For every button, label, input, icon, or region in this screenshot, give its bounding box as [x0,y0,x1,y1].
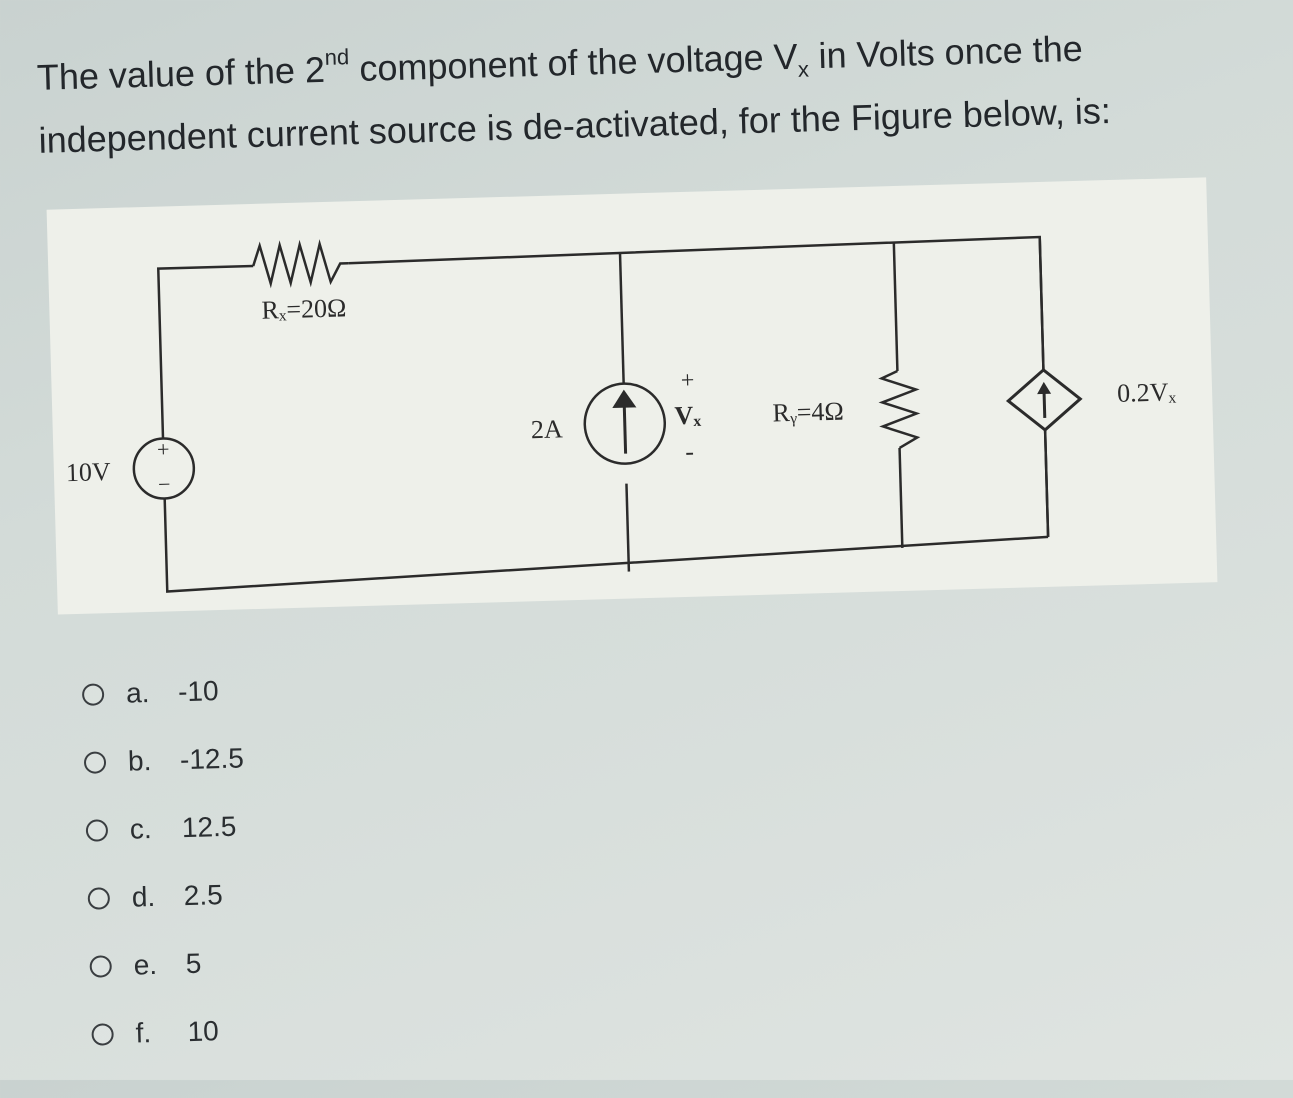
option-f[interactable]: f. 10 [91,996,253,1068]
dependent-source-label: 0.2Vₓ [1117,377,1177,408]
wire-top [348,235,1050,537]
option-letter: f. [135,1017,152,1049]
current-source [583,382,667,465]
radio-button-icon[interactable] [85,819,109,842]
option-value: 5 [185,947,202,980]
resistor-ry [878,369,921,450]
circuit-figure: + − 10V Rₓ=20Ω 2A + Vₓ - Rᵧ=4Ω [46,177,1218,615]
option-d[interactable]: d. 2.5 [87,860,249,932]
resistor-rx [252,239,349,289]
option-letter: d. [131,880,156,913]
circuit-diagram: + − 10V Rₓ=20Ω 2A + Vₓ - Rᵧ=4Ω [66,235,1177,593]
wire-ry-top [892,243,899,372]
vx-plus-sign: + [680,368,694,394]
wire-ry-bottom [898,447,904,548]
dependent-current-source [1005,367,1083,537]
wire-left-top [156,264,254,442]
radio-button-icon[interactable] [81,683,105,706]
current-source-label: 2A [531,414,564,444]
radio-button-icon[interactable] [83,751,107,774]
ry-label: Rᵧ=4Ω [772,397,844,428]
option-letter: e. [133,948,158,981]
option-letter: b. [127,745,152,777]
wire-cs-bottom [625,483,631,572]
option-a[interactable]: a. -10 [81,656,243,728]
voltage-source-label: 10V [66,457,112,487]
vs-plus-sign: + [157,436,170,461]
option-b[interactable]: b. -12.5 [83,724,245,796]
question-text: The value of the 2nd component of the vo… [36,27,1112,162]
wire-dep-top [1038,236,1045,377]
option-value: 2.5 [183,879,224,912]
arrow-up-icon [612,389,637,408]
wire-bottom [163,494,1049,593]
option-c[interactable]: c. 12.5 [85,792,247,864]
option-letter: c. [129,813,153,845]
radio-button-icon[interactable] [87,887,111,910]
voltage-source: + − [132,436,196,500]
radio-button-icon[interactable] [91,1023,114,1046]
option-value: -12.5 [179,742,245,776]
option-e[interactable]: e. 5 [89,928,251,1000]
option-value: 12.5 [181,810,237,844]
vx-label: Vₓ [674,401,702,431]
option-value: -10 [177,675,219,708]
arrow-up-icon [1037,381,1052,395]
answer-options: a. -10 b. -12.5 c. 12.5 d. 2.5 e. 5 f. 1… [81,656,252,1068]
radio-button-icon[interactable] [89,955,113,978]
option-value: 10 [187,1015,220,1048]
vs-minus-sign: − [158,471,171,496]
option-letter: a. [125,677,150,709]
vx-minus-sign: - [685,437,694,466]
rx-label: Rₓ=20Ω [261,293,347,324]
